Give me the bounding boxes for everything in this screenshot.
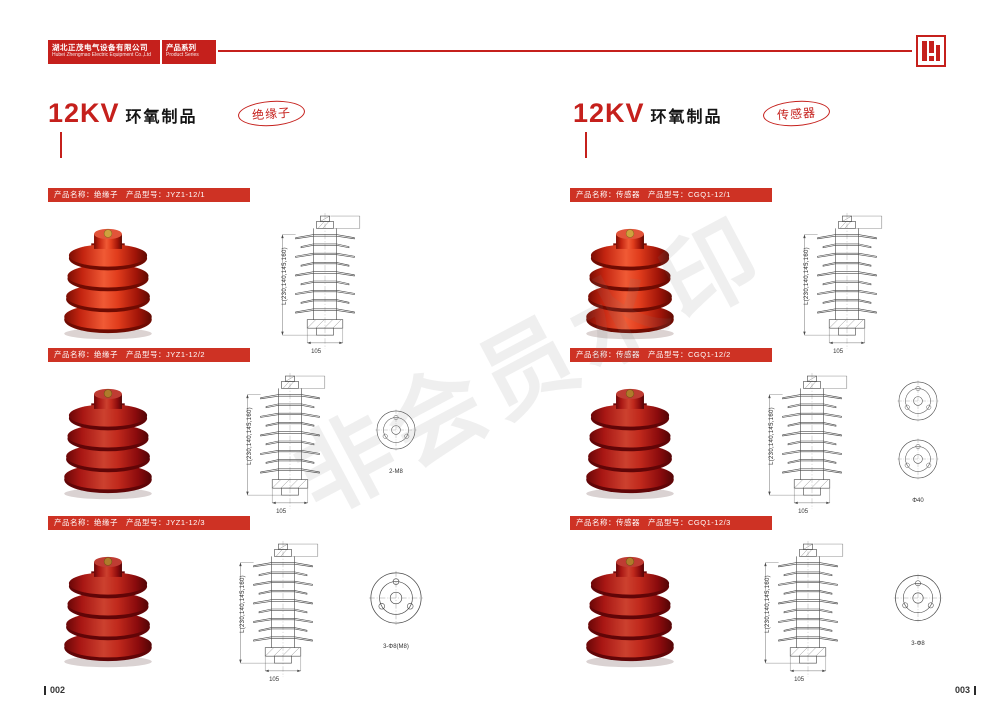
right-title-tick	[585, 132, 587, 158]
product-photo	[52, 549, 164, 670]
technical-drawing: L(230,140,145,160) 105	[267, 211, 383, 355]
product-card: 产品名称：绝缘子 产品型号：JYZ1-12/2 L(230,140,145,16…	[48, 348, 486, 515]
view-label: Φ40	[912, 497, 924, 504]
product-label-bar: 产品名称：传感器 产品型号：CGQ1-12/1	[570, 188, 772, 202]
series-label-cn: 产品系列	[166, 43, 196, 52]
product-photo	[574, 549, 686, 670]
product-photo	[574, 381, 686, 502]
product-card: 产品名称：绝缘子 产品型号：JYZ1-12/1 L(230,140,145,16…	[48, 188, 486, 355]
product-label-bar: 产品名称：传感器 产品型号：CGQ1-12/2	[570, 348, 772, 362]
left-title-tick	[60, 132, 62, 158]
company-name-cn: 湖北正茂电气设备有限公司	[52, 43, 148, 52]
product-label-bar: 产品名称：绝缘子 产品型号：JYZ1-12/1	[48, 188, 250, 202]
technical-drawing: L(230,140,145,160) 105	[754, 371, 870, 515]
product-card: 产品名称：传感器 产品型号：CGQ1-12/3 L(230,140,145,16…	[570, 516, 1000, 683]
page-number-right: 003	[955, 685, 976, 695]
company-name-en: Hubei Zhengmao Electric Equipment Co.,Lt…	[52, 52, 151, 59]
page-number-bar	[44, 685, 46, 695]
technical-drawing: L(230,140,145,160) 105	[789, 211, 905, 355]
dimension-label-bottom: 105	[276, 509, 287, 515]
dimension-label-side: L(230,140,145,160)	[240, 575, 246, 633]
technical-drawing: L(230,140,145,160) 105	[232, 371, 348, 515]
product-card: 产品名称：传感器 产品型号：CGQ1-12/1 L(230,140,145,16…	[570, 188, 1000, 355]
left-category-stamp: 绝缘子	[236, 98, 306, 129]
dimension-label-bottom: 105	[798, 509, 809, 515]
product-card: 产品名称：绝缘子 产品型号：JYZ1-12/3 L(230,140,145,16…	[48, 516, 486, 683]
dimension-label-bottom: 105	[311, 349, 322, 355]
left-title-product: 环氧制品	[125, 109, 198, 126]
page-number-bar	[974, 685, 976, 695]
product-card: 产品名称：传感器 产品型号：CGQ1-12/2 L(230,140,145,16…	[570, 348, 1000, 515]
top-view-drawing: 2-M8	[374, 408, 418, 475]
view-label: 2-M8	[389, 468, 403, 475]
company-logo	[916, 35, 946, 67]
dimension-label-bottom: 105	[794, 677, 805, 683]
view-label: 3-Φ8(M8)	[383, 643, 409, 650]
top-view-drawing: 3-Φ8	[892, 572, 944, 647]
product-photo	[52, 221, 164, 342]
dimension-label-side: L(230,140,145,160)	[247, 407, 253, 465]
right-title-kv: 12KV	[573, 98, 645, 128]
right-section-title: 12KV 环氧制品 传感器	[573, 98, 831, 130]
dimension-label-bottom: 105	[269, 677, 280, 683]
product-label-bar: 产品名称：绝缘子 产品型号：JYZ1-12/2	[48, 348, 250, 362]
page-number-text: 003	[954, 685, 970, 695]
right-title-product: 环氧制品	[650, 109, 723, 126]
series-label-en: Product Series	[166, 52, 199, 59]
technical-drawing: L(230,140,145,160) 105	[225, 539, 341, 683]
dimension-label-side: L(230,140,145,160)	[804, 247, 810, 305]
page-number-left: 002	[44, 685, 65, 695]
dimension-label-bottom: 105	[833, 349, 844, 355]
left-section-title: 12KV 环氧制品 绝缘子	[48, 98, 306, 130]
technical-drawing: L(230,140,145,160) 105	[750, 539, 866, 683]
left-title-kv: 12KV	[48, 98, 120, 128]
header-rule	[218, 50, 912, 52]
view-label: 3-Φ8	[911, 640, 925, 647]
top-view-drawing: 3-Φ8(M8)	[367, 569, 425, 650]
dimension-label-side: L(230,140,145,160)	[769, 407, 775, 465]
product-label-bar: 产品名称：绝缘子 产品型号：JYZ1-12/3	[48, 516, 250, 530]
right-category-stamp: 传感器	[761, 98, 831, 129]
company-name-block: 湖北正茂电气设备有限公司 Hubei Zhengmao Electric Equ…	[48, 40, 160, 64]
page-number-text: 002	[50, 685, 66, 695]
top-view-drawing: Φ40	[896, 379, 940, 504]
product-photo	[52, 381, 164, 502]
product-label-bar: 产品名称：传感器 产品型号：CGQ1-12/3	[570, 516, 772, 530]
dimension-label-side: L(230,140,145,160)	[282, 247, 288, 305]
product-photo	[574, 221, 686, 342]
product-series-block: 产品系列 Product Series	[162, 40, 216, 64]
dimension-label-side: L(230,140,145,160)	[765, 575, 771, 633]
